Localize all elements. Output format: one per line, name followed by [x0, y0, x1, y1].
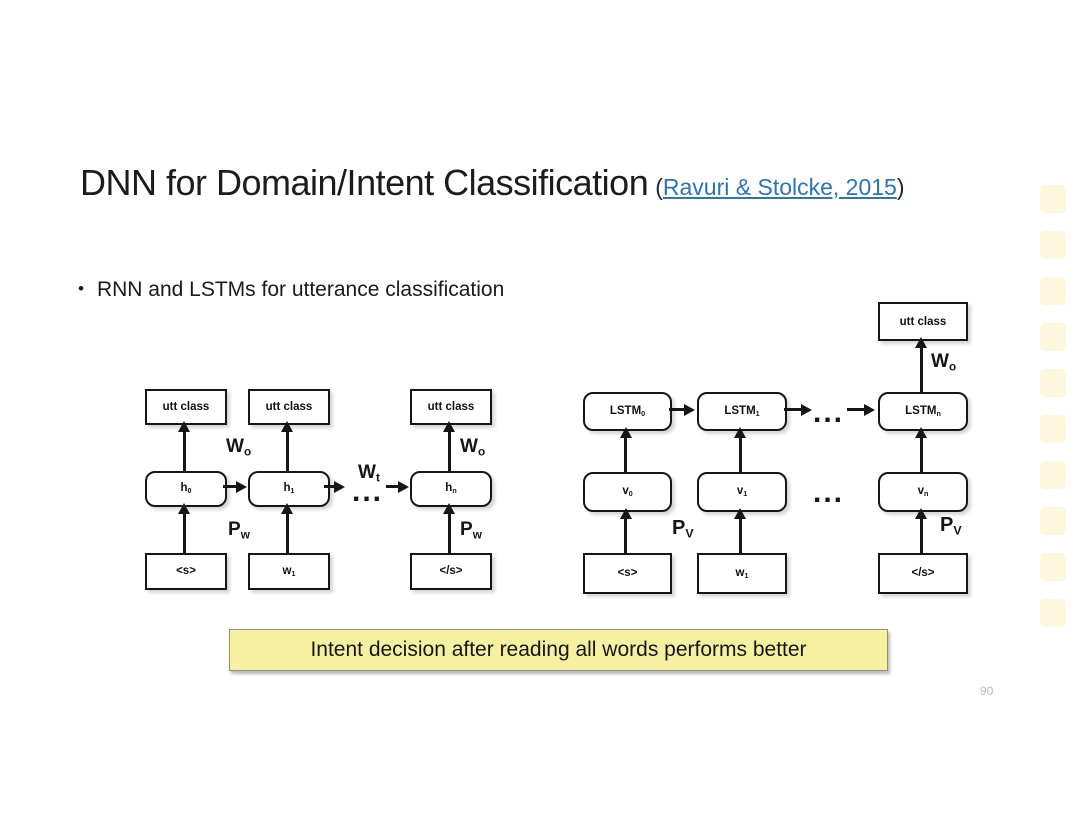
lstm-cell-label-2: LSTMn	[905, 404, 941, 419]
rnn-input-box-2: </s>	[410, 553, 492, 590]
bullet-glyph: •	[78, 279, 84, 298]
rnn-uttclass-box-1: utt class	[248, 389, 330, 425]
rnn-arrow-up-icon	[182, 513, 186, 553]
callout-text: Intent decision after reading all words …	[310, 638, 807, 661]
lstm-uttclass-box: utt class	[878, 302, 968, 341]
page-title: DNN for Domain/Intent Classification	[80, 162, 649, 203]
citation-link[interactable]: Ravuri & Stolcke, 2015	[662, 174, 897, 200]
scan-artifact	[1040, 277, 1066, 305]
rnn-uttclass-label-0: utt class	[162, 401, 210, 413]
lstm-arrow-up-icon	[624, 437, 627, 472]
lstm-input-label-2: </s>	[911, 566, 935, 579]
rnn-hidden-label-1: h1	[283, 482, 295, 496]
rnn-label-wo-right: Wo	[460, 436, 486, 459]
rnn-uttclass-box-2: utt class	[410, 389, 492, 425]
lstm-input-label-1: w1	[735, 566, 749, 581]
rnn-label-wo-left: Wo	[226, 436, 252, 459]
lstm-input-box-2: </s>	[878, 553, 968, 594]
rnn-arrow-up-icon	[285, 513, 289, 553]
lstm-uttclass-label: utt class	[899, 315, 947, 328]
rnn-input-box-0: <s>	[145, 553, 227, 590]
rnn-input-label-0: <s>	[176, 564, 196, 577]
rnn-hidden-label-2: hn	[445, 482, 457, 496]
rnn-arrow-right-icon	[386, 485, 399, 488]
page-number: 90	[980, 684, 994, 698]
scan-artifact	[1040, 323, 1066, 351]
rnn-uttclass-box-0: utt class	[145, 389, 227, 425]
lstm-cell-box-0: LSTM0	[583, 392, 672, 431]
rnn-hidden-box-2: hn	[410, 471, 492, 507]
citation-close-paren: )	[896, 174, 905, 200]
lstm-vector-label-1: v1	[736, 485, 748, 499]
bullet-text: RNN and LSTMs for utterance classificati…	[96, 278, 505, 301]
scan-artifact	[1040, 553, 1066, 581]
lstm-vector-box-1: v1	[697, 472, 787, 512]
rnn-arrow-up-icon	[447, 431, 451, 471]
lstm-vector-box-0: v0	[583, 472, 672, 512]
rnn-arrow-right-icon	[324, 485, 335, 488]
lstm-input-label-0: <s>	[617, 566, 638, 579]
rnn-hidden-box-0: h0	[145, 471, 227, 507]
citation: (Ravuri & Stolcke, 2015)	[655, 174, 904, 201]
lstm-cell-label-0: LSTM0	[609, 404, 646, 419]
lstm-label-pv-left: PV	[672, 517, 694, 541]
lstm-arrow-up-icon	[738, 437, 742, 472]
lstm-cell-box-1: LSTM1	[697, 392, 787, 431]
lstm-input-box-0: <s>	[583, 553, 672, 594]
scan-artifact	[1040, 231, 1066, 259]
scan-artifact	[1040, 599, 1066, 627]
lstm-arrow-right-icon	[847, 408, 865, 411]
lstm-arrow-right-icon	[784, 408, 802, 411]
lstm-label-pv-right: PV	[940, 514, 962, 538]
callout-banner: Intent decision after reading all words …	[229, 629, 888, 671]
rnn-arrow-up-icon	[182, 431, 186, 471]
rnn-uttclass-label-1: utt class	[265, 401, 313, 413]
bullet-item: • RNN and LSTMs for utterance classifica…	[78, 278, 504, 302]
scan-artifact	[1040, 185, 1066, 213]
lstm-arrow-up-icon	[624, 518, 627, 553]
lstm-arrow-up-icon	[919, 347, 923, 392]
scan-artifact	[1040, 369, 1066, 397]
lstm-arrow-up-icon	[919, 518, 923, 553]
lstm-label-wo: Wo	[931, 351, 957, 374]
rnn-label-wt: Wt	[358, 462, 380, 485]
rnn-input-box-1: w1	[248, 553, 330, 590]
scan-artifact	[1040, 461, 1066, 489]
rnn-label-pw-left: Pw	[228, 519, 250, 542]
rnn-hidden-box-1: h1	[248, 471, 330, 507]
citation-open-paren: (	[655, 174, 663, 200]
lstm-vector-label-0: v0	[622, 485, 633, 499]
scan-artifact	[1040, 415, 1066, 443]
lstm-vector-label-2: vn	[917, 485, 929, 499]
rnn-hidden-label-0: h0	[180, 482, 192, 496]
lstm-input-box-1: w1	[697, 553, 787, 594]
rnn-arrow-up-icon	[447, 513, 451, 553]
title-row: DNN for Domain/Intent Classification (Ra…	[80, 162, 905, 204]
lstm-cell-box-2: LSTMn	[878, 392, 968, 431]
rnn-label-pw-right: Pw	[460, 519, 482, 542]
rnn-arrow-up-icon	[285, 431, 289, 471]
lstm-vector-box-2: vn	[878, 472, 968, 512]
rnn-input-label-2: </s>	[439, 564, 463, 577]
lstm-arrow-up-icon	[919, 437, 923, 472]
scan-artifact	[1040, 507, 1066, 535]
lstm-cell-label-1: LSTM1	[724, 404, 760, 419]
rnn-uttclass-label-2: utt class	[427, 401, 475, 413]
rnn-input-label-1: w1	[282, 564, 296, 579]
lstm-arrow-up-icon	[738, 518, 742, 553]
rnn-arrow-right-icon	[223, 485, 237, 488]
lstm-arrow-right-icon	[669, 408, 685, 411]
